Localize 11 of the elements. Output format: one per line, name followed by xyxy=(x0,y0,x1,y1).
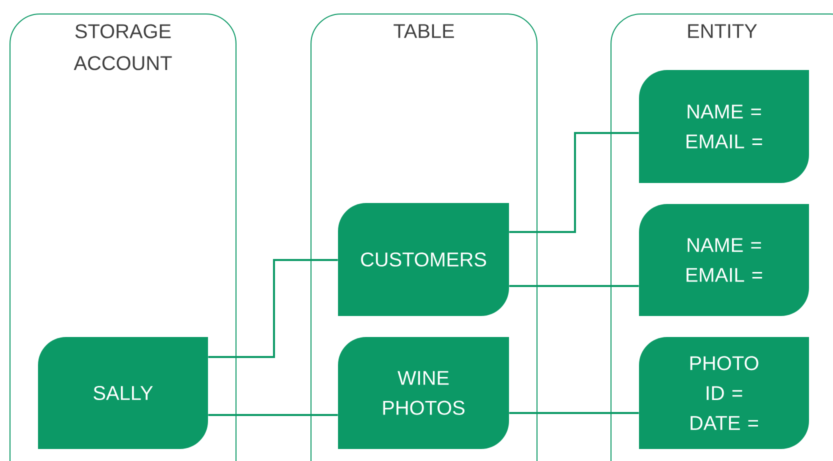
connector-line xyxy=(509,285,639,287)
connector-line xyxy=(509,412,639,414)
connector-line xyxy=(208,414,338,416)
connector-line xyxy=(208,259,338,358)
connector-line xyxy=(509,132,639,233)
rounded-box: NAME = EMAIL = xyxy=(639,204,809,316)
rounded-box: NAME = EMAIL = xyxy=(639,70,809,183)
rounded-box: CUSTOMERS xyxy=(338,203,509,316)
rounded-box: SALLY xyxy=(38,337,208,449)
rounded-box: PHOTO ID = DATE = xyxy=(639,337,809,449)
rounded-box: WINE PHOTOS xyxy=(338,337,509,449)
